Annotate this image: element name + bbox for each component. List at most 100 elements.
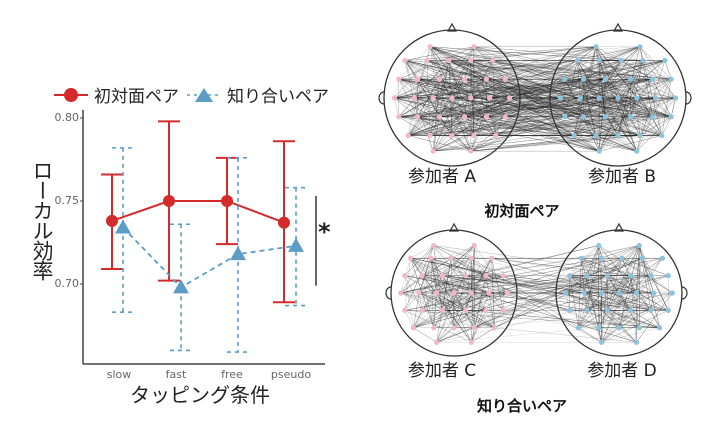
electrode-node xyxy=(405,132,411,139)
electrode-node xyxy=(451,290,457,296)
electrode-node xyxy=(468,339,474,345)
participant-a-label: 参加者 A xyxy=(407,167,477,187)
legend-label: 知り合いペア xyxy=(227,87,329,107)
electrode-node xyxy=(580,114,587,120)
electrode-node xyxy=(471,325,477,331)
electrode-node xyxy=(571,132,577,139)
participant-d-label: 参加者 D xyxy=(587,361,657,381)
electrode-node xyxy=(563,290,569,296)
electrode-node xyxy=(665,307,671,313)
electrode-node xyxy=(596,242,602,249)
ear-icon xyxy=(378,91,385,105)
electrode-node xyxy=(419,307,425,313)
blue-triangle-marker-icon xyxy=(187,87,221,102)
acquainted-pair-title: 知り合いペア xyxy=(476,397,568,415)
electrode-node xyxy=(483,76,490,82)
ear-icon xyxy=(681,286,688,300)
first-meeting-pair-title: 初対面ペア xyxy=(484,202,560,220)
electrode-node xyxy=(604,307,611,313)
nose-icon xyxy=(448,222,460,232)
electrode-node xyxy=(599,290,605,296)
electrode-node xyxy=(449,132,455,139)
electrode-node xyxy=(656,325,663,331)
data-point xyxy=(278,216,290,229)
electrode-node xyxy=(430,148,436,154)
electrode-node xyxy=(584,307,590,313)
electrode-node xyxy=(640,57,646,64)
electrode-node xyxy=(672,95,679,101)
x-axis-title: タッピング条件 xyxy=(130,383,270,407)
electrode-node xyxy=(428,255,434,261)
series-line xyxy=(122,226,297,289)
electrode-node xyxy=(637,44,643,50)
ear-icon xyxy=(685,91,692,105)
electrode-node xyxy=(574,57,580,64)
electrode-node xyxy=(639,255,645,261)
red-circle-marker-icon xyxy=(54,87,88,102)
electrode-node xyxy=(424,57,430,64)
electrode-node xyxy=(502,76,508,82)
network-first-meeting-pair xyxy=(378,22,692,167)
electrode-node xyxy=(493,132,499,139)
data-point xyxy=(115,219,131,234)
legend-item-first-meeting: 初対面ペア xyxy=(52,82,179,107)
chart-legend: 初対面ペア 知り合いペア xyxy=(52,82,335,107)
electrode-node xyxy=(665,273,671,279)
electrode-node xyxy=(648,307,654,313)
nose-icon xyxy=(613,222,625,232)
electrode-node xyxy=(596,57,602,64)
electrode-node xyxy=(436,76,443,82)
electrode-node xyxy=(427,132,433,139)
electrode-node xyxy=(486,290,492,296)
electrode-node xyxy=(652,95,659,101)
electrode-node xyxy=(461,76,468,82)
electrode-node xyxy=(593,44,599,50)
electrode-node xyxy=(500,273,506,279)
electrode-node xyxy=(468,290,474,296)
electrode-node xyxy=(668,76,674,82)
electrode-node xyxy=(596,95,602,101)
electrode-node xyxy=(419,273,425,279)
electrode-node xyxy=(402,307,408,313)
electrode-node xyxy=(500,307,506,313)
electrode-node xyxy=(567,307,573,313)
electrode-node xyxy=(562,114,568,120)
electrode-node xyxy=(427,44,433,50)
electrode-node xyxy=(448,255,454,261)
electrode-node xyxy=(439,273,446,279)
electrode-node xyxy=(506,95,513,101)
electrode-node xyxy=(468,95,474,101)
electrode-node xyxy=(449,95,455,101)
electrode-node xyxy=(462,273,469,279)
electrode-node xyxy=(575,325,582,331)
electrode-node xyxy=(491,325,498,331)
electrode-node xyxy=(615,132,621,139)
data-point xyxy=(106,214,118,227)
series-line xyxy=(111,200,285,224)
electrode-node xyxy=(599,255,605,261)
electrode-node xyxy=(431,325,437,331)
electrode-node xyxy=(416,290,422,296)
head-outline xyxy=(390,229,518,357)
electrode-node xyxy=(396,76,402,82)
electrode-node xyxy=(627,307,634,313)
data-point xyxy=(163,195,175,207)
electrode-node xyxy=(577,95,584,101)
y-tick-label: 0.80 xyxy=(54,111,80,124)
electrode-node xyxy=(619,255,625,261)
legend-label: 初対面ペア xyxy=(94,87,179,107)
electrode-node xyxy=(451,325,457,331)
head-outline xyxy=(383,29,521,167)
electrode-node xyxy=(402,273,408,279)
connection-edges xyxy=(394,46,676,152)
electrode-node xyxy=(662,57,668,64)
electrode-node xyxy=(396,114,402,120)
electrode-node xyxy=(502,114,508,120)
connection-edges xyxy=(400,245,673,343)
electrode-node xyxy=(414,114,421,120)
participant-c-label: 参加者 C xyxy=(407,361,477,381)
electrode-node xyxy=(489,255,495,261)
electrode-node xyxy=(581,290,587,296)
electrode-node xyxy=(434,339,440,345)
electrode-node xyxy=(627,76,634,82)
